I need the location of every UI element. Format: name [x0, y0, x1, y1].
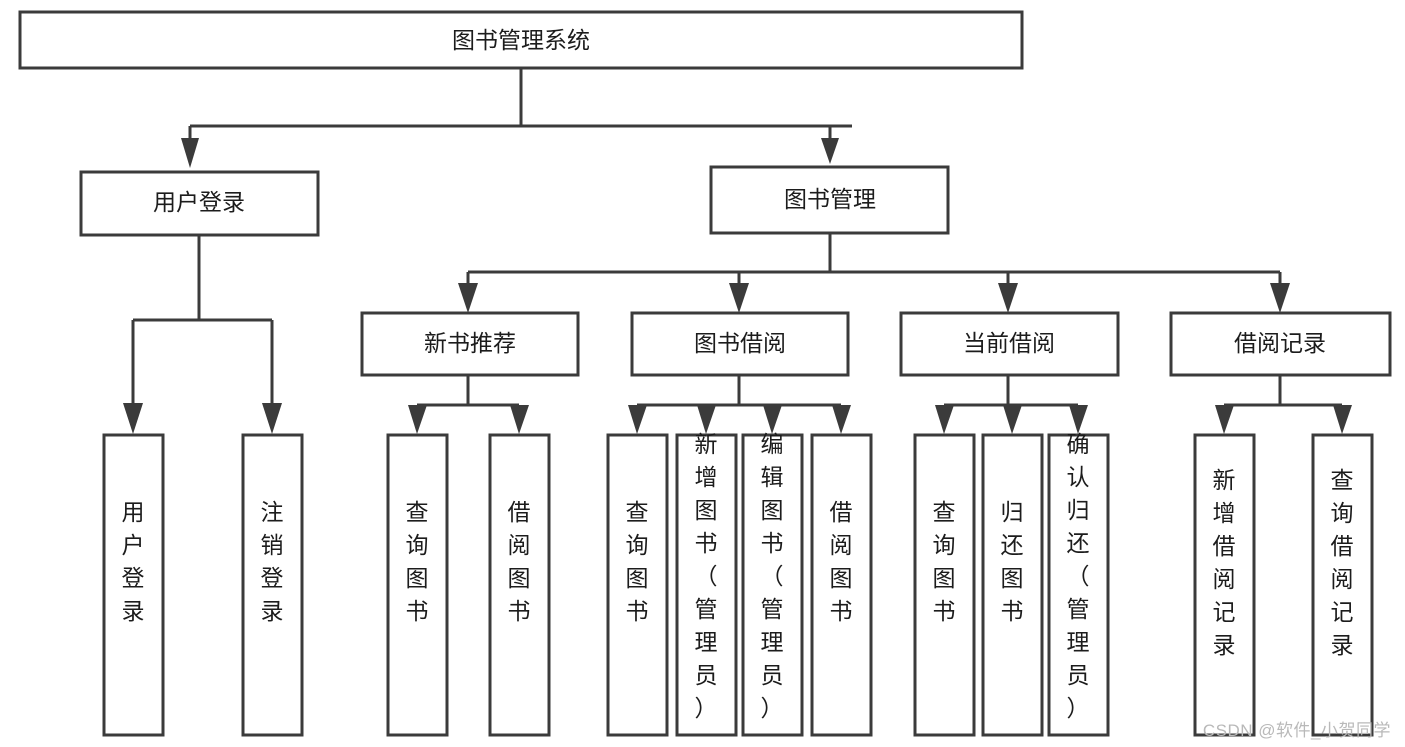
node-book-manage[interactable]: 图书管理 — [709, 165, 950, 235]
leaf-label: 确认归还（管理员） — [1067, 431, 1090, 721]
leaf-node[interactable]: 用户登录 — [102, 433, 165, 737]
leaf-node[interactable]: 查询图书 — [386, 433, 449, 737]
new-book-recommend-label: 新书推荐 — [424, 330, 516, 356]
arrow-leaf-borrow-record-1 — [1215, 405, 1234, 434]
book-manage-label: 图书管理 — [784, 186, 876, 212]
arrow-leaf-borrow-record-2 — [1333, 405, 1352, 434]
borrow-record-label: 借阅记录 — [1234, 330, 1326, 356]
user-login-label: 用户登录 — [153, 189, 245, 215]
leaf-box[interactable] — [675, 433, 738, 737]
leaf-box[interactable] — [741, 433, 804, 737]
csdn-watermark: CSDN @软件_小贺同学 — [1202, 721, 1391, 740]
leaf-node[interactable]: 新增图书（管理员） — [675, 431, 738, 737]
leaf-node[interactable]: 注销登录 — [241, 433, 304, 737]
leaf-node[interactable]: 查询图书 — [913, 433, 976, 737]
leaf-label: 归还图书 — [1001, 499, 1024, 624]
new-book-recommend-box[interactable] — [360, 311, 580, 377]
node-root[interactable]: 图书管理系统 — [18, 10, 1024, 70]
arrow-leaf-new-book-2 — [510, 405, 529, 434]
current-borrow-label: 当前借阅 — [963, 330, 1055, 356]
arrow-leaf-borrow-book-4 — [832, 405, 851, 434]
arrow-leaf-user-login-2 — [262, 403, 282, 434]
leaf-box[interactable] — [386, 433, 449, 737]
leaf-node[interactable]: 查询借阅记录 — [1311, 433, 1374, 737]
node-current-borrow[interactable]: 当前借阅 — [899, 311, 1120, 377]
leaf-box[interactable] — [1311, 433, 1374, 737]
leaf-label: 查询图书 — [933, 499, 956, 624]
leaf-label: 查询借阅记录 — [1331, 467, 1354, 658]
leaf-box[interactable] — [810, 433, 873, 737]
arrow-current-borrow — [998, 283, 1018, 313]
root-box[interactable] — [18, 10, 1024, 70]
arrow-borrow-record — [1270, 283, 1290, 313]
leaf-box[interactable] — [488, 433, 551, 737]
arrow-leaf-current-borrow-1 — [935, 405, 954, 434]
node-new-book-recommend[interactable]: 新书推荐 — [360, 311, 580, 377]
leaf-node[interactable]: 新增借阅记录 — [1193, 433, 1256, 737]
leaf-box[interactable] — [606, 433, 669, 737]
leaf-label: 新增图书（管理员） — [695, 431, 718, 721]
book-borrow-label: 图书借阅 — [694, 330, 786, 356]
leaf-label: 借阅图书 — [830, 499, 853, 624]
leaf-box[interactable] — [1193, 433, 1256, 737]
arrow-borrow-book — [729, 283, 749, 313]
leaf-box[interactable] — [102, 433, 165, 737]
arrow-to-book-manage — [821, 138, 839, 164]
leaf-label: 查询图书 — [626, 499, 649, 624]
node-user-login[interactable]: 用户登录 — [79, 170, 320, 237]
arrow-leaf-current-borrow-3 — [1069, 405, 1088, 434]
book-manage-box[interactable] — [709, 165, 950, 235]
book-borrow-box[interactable] — [630, 311, 850, 377]
leaf-label: 用户登录 — [122, 499, 145, 624]
root-label: 图书管理系统 — [452, 27, 590, 53]
leaf-node[interactable]: 借阅图书 — [488, 433, 551, 737]
arrow-leaf-borrow-book-2 — [697, 405, 716, 434]
leaf-label: 编辑图书（管理员） — [761, 431, 784, 721]
leaf-box[interactable] — [981, 433, 1044, 737]
leaf-node[interactable]: 确认归还（管理员） — [1047, 431, 1110, 737]
leaf-box[interactable] — [913, 433, 976, 737]
arrow-to-user-login — [181, 138, 199, 168]
leaf-node[interactable]: 编辑图书（管理员） — [741, 431, 804, 737]
node-book-borrow[interactable]: 图书借阅 — [630, 311, 850, 377]
leaf-label: 查询图书 — [406, 499, 429, 624]
leaf-box[interactable] — [241, 433, 304, 737]
leaf-node[interactable]: 查询图书 — [606, 433, 669, 737]
connector-layer — [123, 68, 1352, 434]
leaf-label: 注销登录 — [261, 499, 284, 624]
arrow-leaf-borrow-book-1 — [628, 405, 647, 434]
arrow-new-book — [458, 283, 478, 313]
user-login-box[interactable] — [79, 170, 320, 237]
leaf-label: 借阅图书 — [508, 499, 531, 624]
borrow-record-box[interactable] — [1169, 311, 1392, 377]
arrow-leaf-new-book-1 — [408, 405, 427, 434]
leaf-node[interactable]: 归还图书 — [981, 433, 1044, 737]
leaf-label: 新增借阅记录 — [1213, 467, 1236, 658]
arrow-leaf-user-login-1 — [123, 403, 143, 434]
leaf-box[interactable] — [1047, 433, 1110, 737]
arrow-leaf-current-borrow-2 — [1003, 405, 1022, 434]
current-borrow-box[interactable] — [899, 311, 1120, 377]
leaf-node[interactable]: 借阅图书 — [810, 433, 873, 737]
node-borrow-record[interactable]: 借阅记录 — [1169, 311, 1392, 377]
arrow-leaf-borrow-book-3 — [763, 405, 782, 434]
